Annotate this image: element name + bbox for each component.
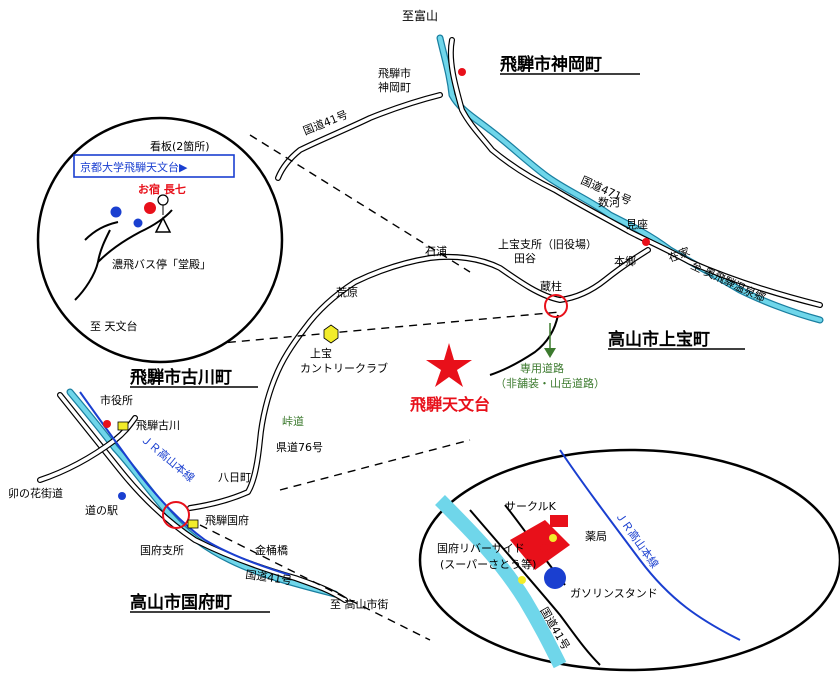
country-club-marker [323, 324, 339, 344]
place-kokufu-branch: 国府支所 [140, 543, 184, 557]
inset-riverside: 国府リバーサイド [437, 541, 525, 555]
place-city-office: 市役所 [100, 393, 133, 407]
kamioka-marker [458, 68, 466, 76]
town-kokufu: 高山市国府町 [130, 592, 232, 613]
jr-takayama-line [79, 391, 291, 576]
inset-kokufu: サークルK 薬局 国府リバーサイド (スーパーさとう等) ガソリンスタンド 国道… [418, 448, 840, 672]
place-yokkamachi: 八日町 [218, 471, 251, 484]
town-furukawa: 飛騨市古川町 [129, 367, 232, 388]
place-toge: 峠道 [282, 414, 304, 428]
place-unohana: 卯の花街道 [8, 486, 63, 500]
leader-line [249, 134, 471, 273]
road-private-note: （非舗装・山岳道路） [495, 376, 605, 390]
inset-pharmacy: 薬局 [585, 530, 607, 543]
place-tanigata: 田谷 [514, 252, 536, 265]
town-kamioka: 飛騨市神岡町 [499, 54, 602, 75]
road-pref76: 県道76号 [276, 440, 323, 454]
furukawa-station-marker [117, 421, 129, 431]
dest-okuhida: 至 奥飛騨温泉郷 [689, 258, 768, 305]
leader-line [279, 439, 471, 491]
inset-bus-stop-label: 濃飛バス停「堂殿」 [112, 257, 211, 271]
road-private: 専用道路 [520, 361, 564, 375]
place-hida-kokufu: 飛騨国府 [205, 513, 249, 527]
railway-label: ＪＲ高山本線 [138, 432, 198, 485]
leader-line [199, 311, 561, 346]
inset-observatory: 看板(2箇所) 京都大学飛騨天文台▶ お宿 長七 濃飛バス停「堂殿」 至 天文台 [36, 116, 284, 364]
observatory-star [426, 343, 472, 387]
kurahashira-circle [544, 294, 568, 318]
place-kamitakara-branch: 上宝支所（旧役場） [498, 237, 597, 251]
inset-riverside-sub: (スーパーさとう等) [440, 557, 536, 571]
private-road-arrowhead [544, 348, 556, 358]
place-ishiura: 石浦 [425, 245, 447, 258]
road-route41-lower: 国道41号 [245, 567, 293, 587]
kokufu-station-marker [187, 519, 199, 529]
place-kazuko: 数河 [598, 196, 620, 209]
place-country-club-2: カントリークラブ [300, 361, 388, 375]
kokufu-circle [162, 501, 190, 529]
inset-gas-station: ガソリンスタンド [570, 587, 658, 600]
place-honkyo: 本郷 [614, 254, 636, 268]
dest-takayama-city: 至 高山市街 [330, 597, 389, 611]
inset-to-observatory: 至 天文台 [90, 319, 138, 333]
place-country-club-1: 上宝 [310, 346, 332, 360]
place-hida-furukawa: 飛騨古川 [136, 418, 180, 432]
river-kamioka [436, 34, 824, 324]
private-road [489, 314, 559, 376]
place-misaka: 見座 [626, 217, 648, 231]
place-michinoeki: 道の駅 [85, 503, 118, 517]
place-kamioka-2: 神岡町 [378, 80, 411, 94]
place-kurahashira: 蔵柱 [540, 279, 562, 293]
place-kamioka-1: 飛騨市 [378, 66, 411, 80]
misaka-marker [642, 238, 650, 246]
road-network [37, 37, 823, 603]
city-office-marker [103, 420, 111, 428]
leader-line [199, 524, 431, 641]
place-kanaokebashi: 金桶橋 [255, 543, 288, 557]
dest-toyama: 至富山 [402, 8, 438, 23]
inset-signboard-label: 看板(2箇所) [150, 139, 210, 153]
michinoeki-marker [118, 492, 126, 500]
inset-observatory-sign: 京都大学飛騨天文台▶ [80, 160, 188, 174]
observatory-label: 飛騨天文台 [409, 395, 490, 414]
place-arahara: 荒原 [336, 286, 358, 299]
river-furukawa [66, 388, 339, 598]
inset-inn-label: お宿 長七 [138, 182, 186, 196]
inset-circle-k: サークルK [505, 500, 557, 513]
town-kamitakara: 高山市上宝町 [608, 329, 710, 350]
